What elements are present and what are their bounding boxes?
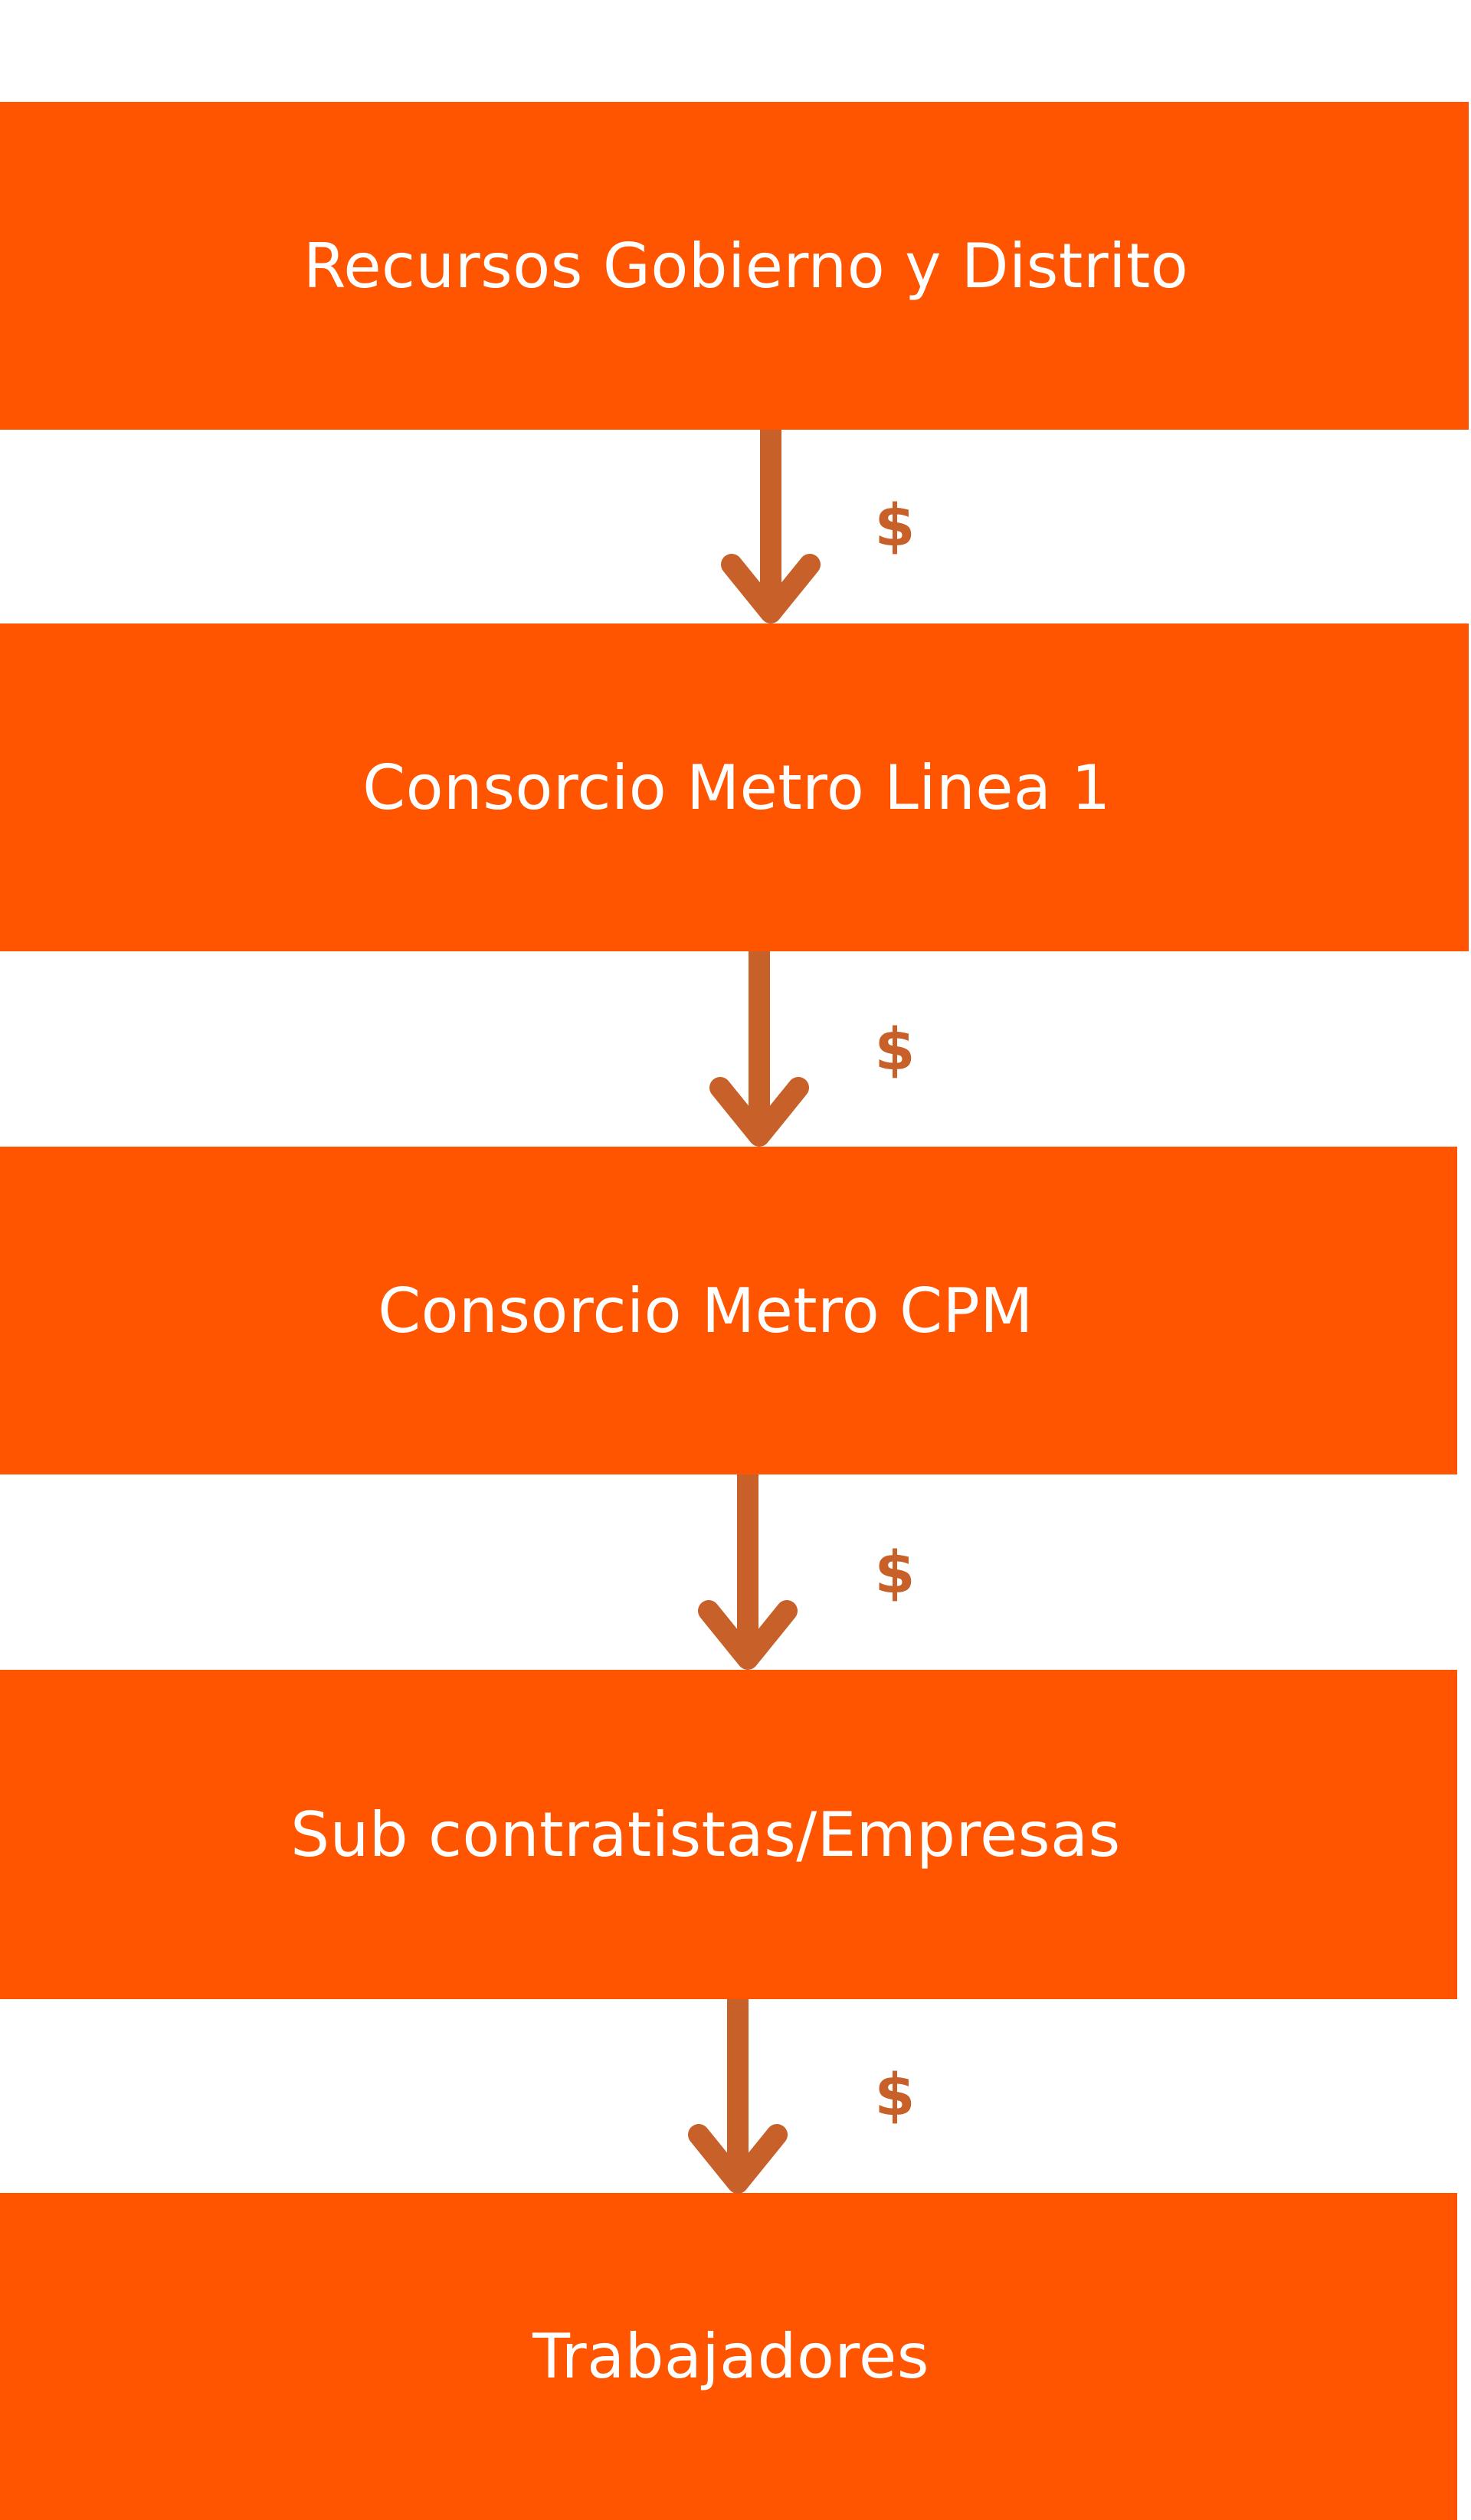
flow-node-trabajadores: Trabajadores	[0, 2193, 1457, 2520]
flow-node-label: Trabajadores	[532, 2321, 929, 2392]
flow-node-subcontratistas: Sub contratistas/Empresas	[0, 1670, 1457, 1999]
flow-node-label: Consorcio Metro CPM	[378, 1275, 1034, 1347]
flow-node-label: Consorcio Metro Linea 1	[362, 751, 1111, 823]
flow-node-label: Recursos Gobierno y Distrito	[303, 230, 1189, 302]
money-label: $	[874, 491, 916, 559]
money-label: $	[874, 1538, 916, 1606]
down-arrow-icon	[698, 1474, 798, 1670]
flow-node-label: Sub contratistas/Empresas	[290, 1798, 1121, 1870]
money-label: $	[874, 1015, 916, 1083]
flow-node-recursos: Recursos Gobierno y Distrito	[0, 102, 1469, 430]
down-arrow-icon	[709, 951, 809, 1147]
flow-node-consorcio-linea-1: Consorcio Metro Linea 1	[0, 623, 1469, 951]
down-arrow-icon	[688, 1999, 788, 2194]
down-arrow-icon	[721, 430, 821, 623]
flow-node-consorcio-cpm: Consorcio Metro CPM	[0, 1147, 1457, 1474]
money-label: $	[874, 2060, 916, 2129]
